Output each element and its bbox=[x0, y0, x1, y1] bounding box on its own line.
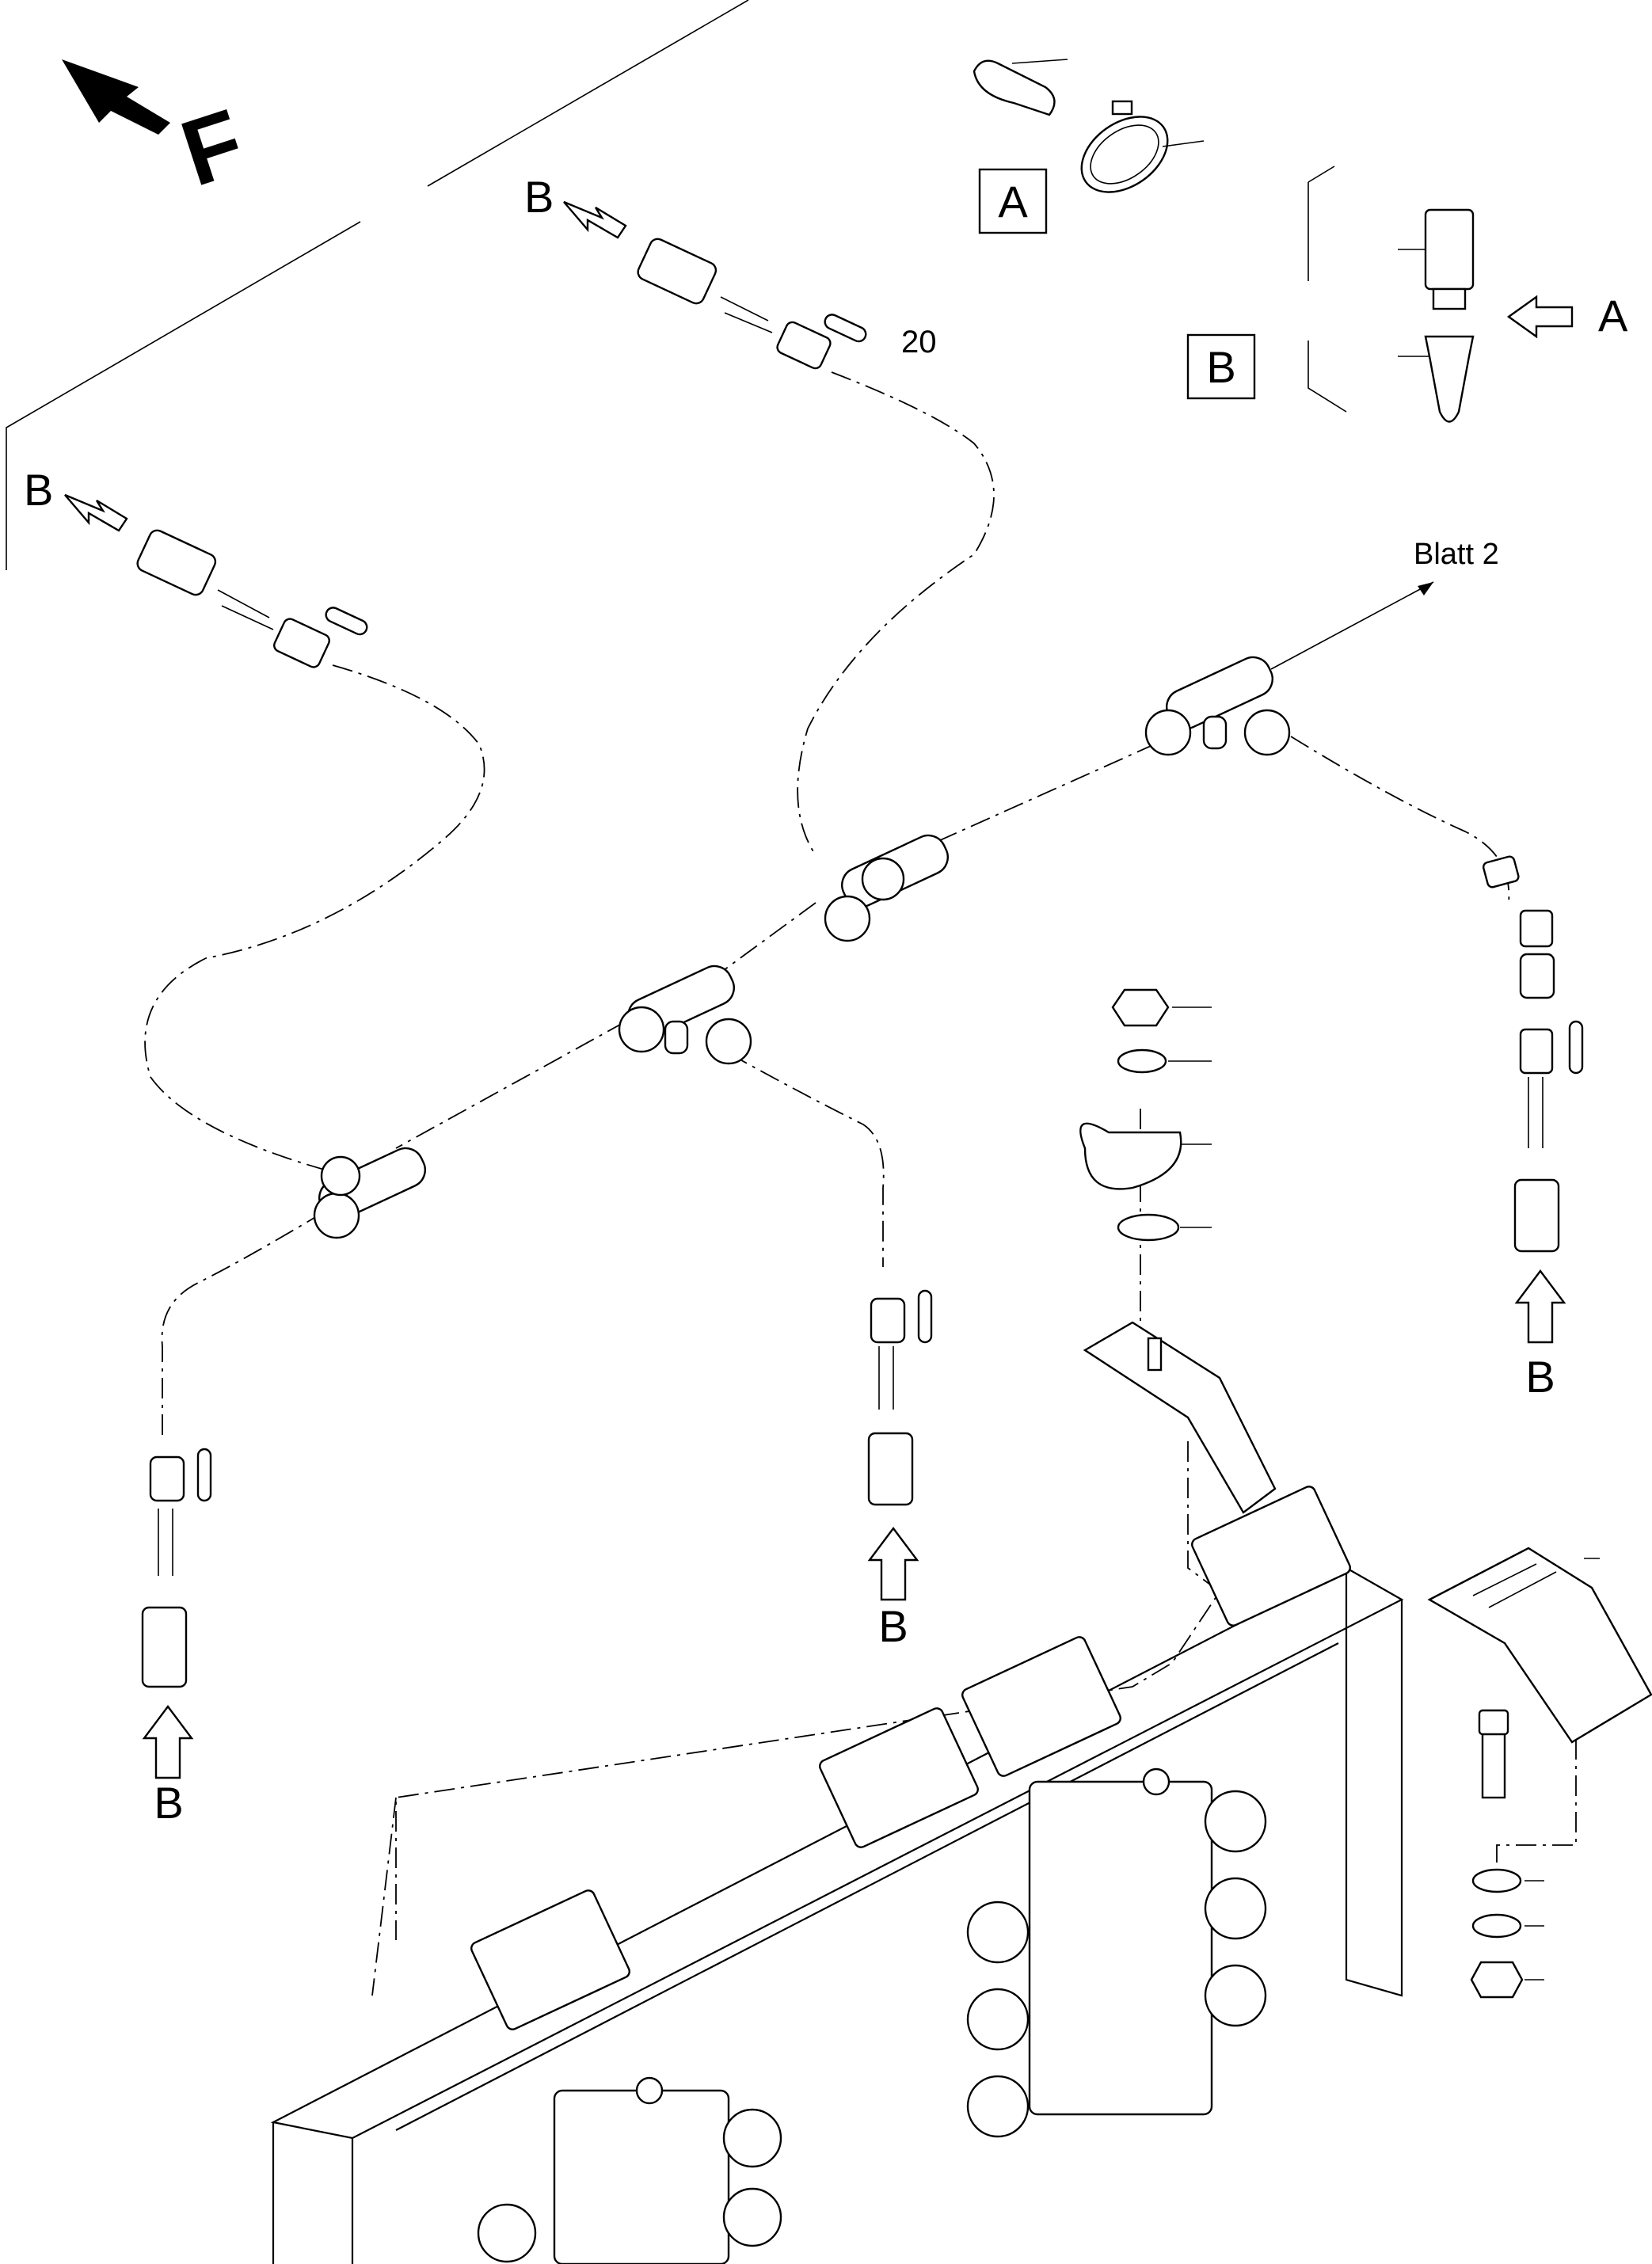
pin-icon bbox=[824, 314, 867, 343]
callout-b-middle: B bbox=[878, 1601, 908, 1651]
tee-fitting bbox=[618, 965, 752, 1065]
callout-b-lower-left: B bbox=[154, 1778, 183, 1828]
pin-icon bbox=[196, 1448, 212, 1502]
tee-fitting bbox=[824, 834, 949, 942]
connector-plug-icon bbox=[141, 1606, 188, 1688]
connector-plug-icon bbox=[637, 238, 718, 305]
callout-b-top: B bbox=[524, 172, 554, 222]
bracket-plate-icon bbox=[1427, 1547, 1652, 1744]
connector-plug-icon bbox=[1513, 1178, 1560, 1253]
clamp-assembly bbox=[1079, 988, 1277, 1514]
tee-fitting bbox=[313, 1147, 426, 1239]
valve-connector-row bbox=[470, 1486, 1351, 2030]
connector-plug-icon bbox=[867, 1432, 914, 1506]
pin-icon bbox=[917, 1289, 933, 1344]
connector-assembly-lower-left: B bbox=[141, 1448, 212, 1828]
p-clamp-icon bbox=[1079, 1122, 1182, 1190]
connector-assembly-left: B bbox=[24, 465, 368, 668]
sheet-reference-label: Blatt 2 bbox=[1414, 538, 1499, 571]
bracket-fastener-assembly bbox=[1427, 1547, 1652, 1999]
solenoid-icon bbox=[1204, 1877, 1267, 1940]
direction-letter: F bbox=[169, 89, 256, 207]
connector-plug-icon bbox=[136, 529, 217, 596]
solenoid-icon bbox=[966, 2075, 1030, 2138]
detail-a-label-box bbox=[978, 168, 1048, 234]
tee-fitting bbox=[1144, 656, 1291, 756]
arrow-head-icon bbox=[1418, 582, 1433, 595]
cable-tie-icon bbox=[1080, 116, 1169, 193]
up-arrow-icon bbox=[1514, 1269, 1566, 1344]
direction-arrow-icon bbox=[62, 59, 170, 135]
nut-icon bbox=[1111, 988, 1170, 1027]
solenoid-icon bbox=[966, 1901, 1030, 1964]
callout-b-right: B bbox=[1525, 1352, 1555, 1402]
detail-a-label: A bbox=[998, 177, 1028, 226]
nut-icon bbox=[1470, 1961, 1524, 1999]
solenoid-icon bbox=[966, 1988, 1030, 2051]
connector-assembly-middle: B bbox=[867, 1289, 933, 1651]
tee-fittings bbox=[313, 656, 1291, 1239]
detail-a: A bbox=[973, 59, 1205, 234]
callout-arrow-icon bbox=[64, 493, 128, 532]
callout-b-left: B bbox=[24, 465, 53, 515]
connector-housing-icon bbox=[1424, 208, 1475, 291]
washer-icon bbox=[1117, 1048, 1167, 1074]
connector-assembly-top: B 20 bbox=[524, 172, 937, 370]
detail-b-label-box bbox=[1186, 333, 1256, 400]
sheet-reference: Blatt 2 bbox=[1270, 538, 1499, 670]
detail-b: A B bbox=[1186, 166, 1628, 423]
bracket-icon bbox=[1083, 1321, 1277, 1514]
washer-icon bbox=[1471, 1868, 1522, 1893]
callout-arrow-icon bbox=[563, 200, 627, 239]
washer-icon bbox=[1471, 1913, 1522, 1939]
frame-outline bbox=[6, 0, 749, 570]
connector-seal-icon bbox=[1424, 335, 1475, 423]
valve-block-frame bbox=[270, 1486, 1404, 2264]
direction-indicator: F bbox=[62, 59, 256, 207]
up-arrow-icon bbox=[867, 1527, 919, 1601]
solenoid-icon bbox=[722, 2108, 782, 2168]
washer-icon bbox=[1117, 1213, 1180, 1242]
connector-assembly-right: B bbox=[1482, 855, 1584, 1402]
pin-icon bbox=[325, 607, 368, 636]
control-valve-block bbox=[966, 1767, 1267, 2138]
detail-b-label: B bbox=[1206, 342, 1235, 392]
solenoid-icon bbox=[722, 2187, 782, 2247]
control-valve-block bbox=[477, 2076, 782, 2264]
pin-icon bbox=[1568, 1020, 1584, 1075]
detail-b-arrow-icon bbox=[1506, 295, 1574, 339]
solenoid-icon bbox=[1204, 1964, 1267, 2027]
part-number-20: 20 bbox=[901, 325, 937, 360]
detail-b-arrow-label: A bbox=[1598, 291, 1628, 341]
solenoid-icon bbox=[477, 2203, 537, 2263]
up-arrow-icon bbox=[142, 1705, 194, 1779]
solenoid-icon bbox=[1204, 1790, 1267, 1853]
